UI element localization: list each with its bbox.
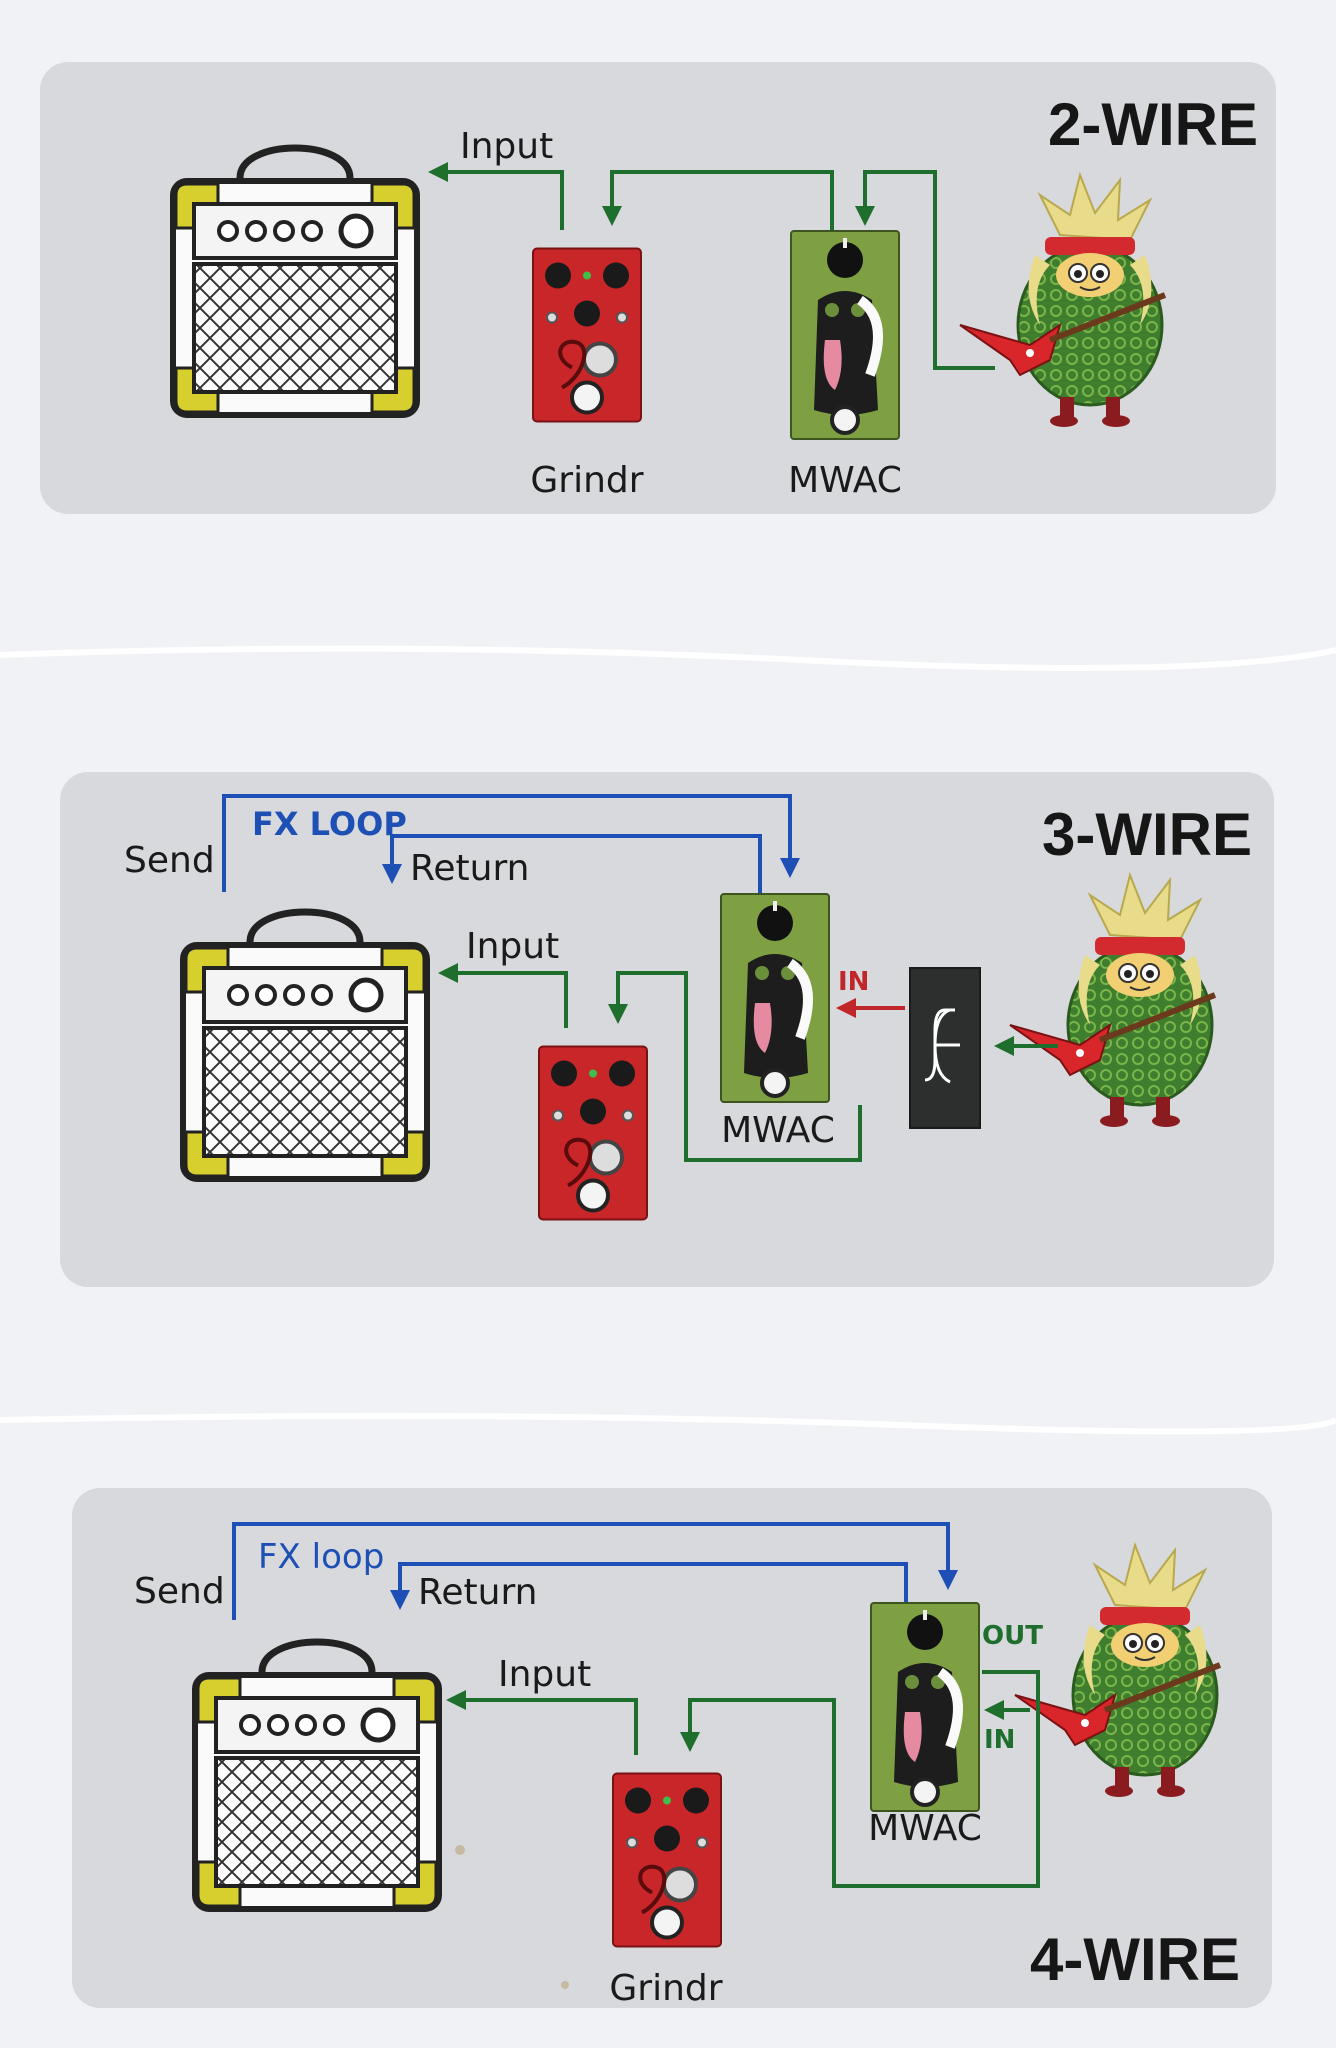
amp-icon <box>183 912 427 1179</box>
mwac-label: MWAC <box>868 1808 982 1849</box>
amp-icon <box>195 1642 439 1909</box>
amp-icon <box>173 148 417 415</box>
return-label: Return <box>418 1572 537 1613</box>
send-wire <box>232 1522 958 1620</box>
mwac-label: MWAC <box>788 460 902 501</box>
send-label: Send <box>134 1571 225 1612</box>
input-wire <box>438 963 568 1028</box>
return-label: Return <box>410 848 529 889</box>
out-to-grindr-wire <box>680 1670 1040 1888</box>
mwac-pedal-icon <box>791 231 899 439</box>
paper-fold <box>0 645 1336 671</box>
grindr-label: Grindr <box>530 460 643 501</box>
grindr-label: Grindr <box>609 1968 722 2009</box>
return-wire <box>382 834 762 893</box>
mwac-to-grindr-wire <box>602 170 834 230</box>
panel-title: 2-WIRE <box>1048 91 1258 158</box>
splitter-box-icon <box>909 967 981 1129</box>
grindr-pedal-icon <box>539 1047 647 1220</box>
out-label: OUT <box>982 1621 1043 1651</box>
in-label: IN <box>984 1725 1015 1755</box>
mwac-label: MWAC <box>721 1110 835 1151</box>
input-wire <box>446 1690 638 1755</box>
splitter-to-grindr-wire <box>608 971 862 1162</box>
paper-stain <box>455 1845 465 1855</box>
fx-loop-label: FX LOOP <box>252 805 407 843</box>
grindr-pedal-icon <box>533 249 641 422</box>
mwac-pedal-icon <box>871 1603 979 1811</box>
paper-stain <box>561 1981 569 1989</box>
input-label: Input <box>460 126 553 167</box>
fx-loop-label: FX loop <box>258 1537 384 1577</box>
guitar-to-mwac-wire <box>855 170 995 370</box>
send-label: Send <box>124 840 215 881</box>
panel-title: 3-WIRE <box>1042 801 1252 868</box>
send-wire <box>222 794 800 892</box>
input-wire <box>428 162 564 230</box>
input-label: Input <box>498 1654 591 1695</box>
in-label: IN <box>838 967 869 997</box>
panel-4-wire: 4-WIRE Send FX loop Return Input Grindr … <box>72 1488 1272 2009</box>
paper-fold <box>0 1413 1336 1435</box>
mwac-pedal-icon <box>721 894 829 1102</box>
panel-3-wire: 3-WIRE Send FX LOOP Return Input MWAC IN <box>60 772 1274 1287</box>
panel-2-wire: 2-WIRE Input Grindr MWAC <box>40 62 1276 514</box>
input-label: Input <box>466 926 559 967</box>
grindr-pedal-icon <box>613 1774 721 1947</box>
return-wire <box>390 1562 908 1610</box>
panel-title: 4-WIRE <box>1030 1926 1240 1993</box>
